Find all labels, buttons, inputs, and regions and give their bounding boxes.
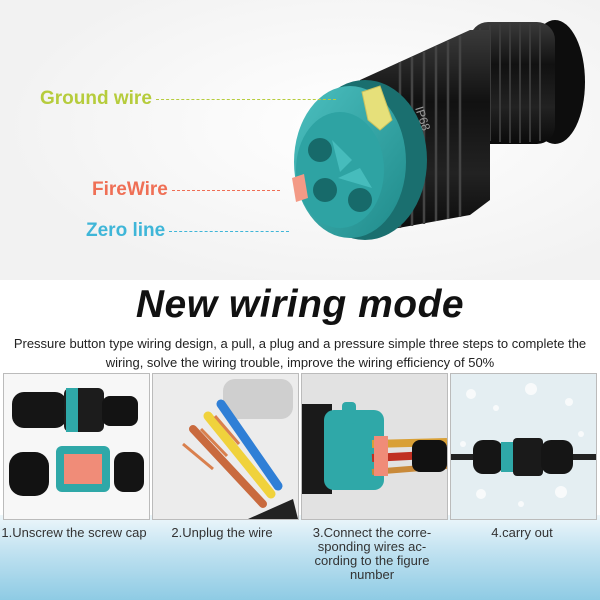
zero-line-callout: Zero line: [86, 220, 290, 242]
zero-line-label: Zero line: [86, 220, 166, 241]
description-text: Pressure button type wiring design, a pu…: [13, 336, 587, 370]
page-title: New wiring mode: [135, 283, 465, 326]
connector-disassembled-icon: [4, 374, 149, 519]
step-2-caption: 2.Unplug the wire: [171, 525, 273, 540]
step-1-caption: 1.Unscrew the screw cap: [1, 525, 147, 540]
step-3-image: [301, 373, 448, 520]
ground-clip: [361, 85, 393, 131]
zero-line-leader-line: [169, 230, 290, 232]
ground-wire-callout: Ground wire: [40, 88, 336, 110]
ground-wire-label: Ground wire: [40, 88, 152, 109]
stripped-wires-icon: [153, 374, 298, 519]
firewire-label: FireWire: [92, 179, 168, 200]
connector-illustration: IP68: [0, 0, 600, 280]
step-3-caption: 3.Connect the corre-sponding wires ac-co…: [312, 525, 432, 582]
water-backdrop: [0, 515, 600, 600]
ground-wire-leader-line: [155, 98, 336, 100]
assembled-connector-icon: [451, 374, 596, 519]
wires-in-terminal-icon: [302, 374, 447, 519]
hero-product-image: IP68: [0, 0, 600, 280]
firewire-callout: FireWire: [92, 179, 280, 201]
step-2-image: [152, 373, 299, 520]
step-4-image: [450, 373, 597, 520]
step-1-image: [3, 373, 150, 520]
fire-clip: [292, 174, 308, 202]
firewire-leader-line: [171, 189, 280, 191]
rear-cap: [470, 20, 585, 144]
step-4-caption: 4.carry out: [491, 525, 553, 540]
